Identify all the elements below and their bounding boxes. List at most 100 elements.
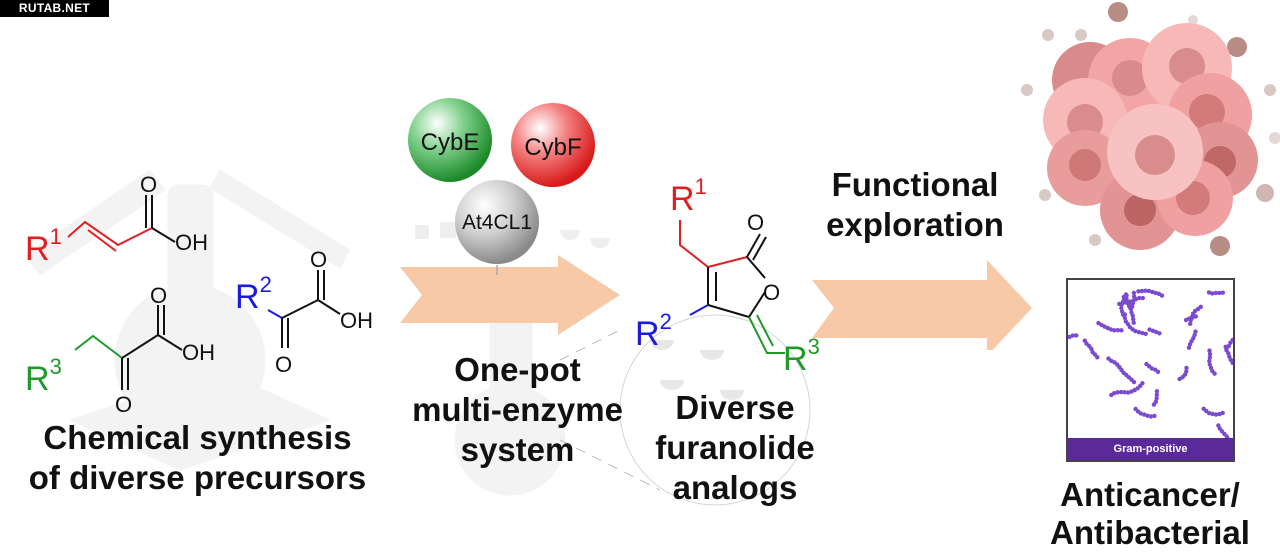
r2-label: R2 [235,272,272,316]
bacterium-dot [1153,290,1158,296]
r3-label: R3 [25,354,62,398]
bacterium-dot [1119,309,1125,314]
bacterium-dot [1213,290,1218,296]
bacterium-dot [1217,290,1222,296]
bacterium-dot [1186,345,1192,350]
bacterium-dot [1150,289,1155,295]
bacterium-dot [1143,331,1148,336]
bacterium-dot [1140,381,1145,386]
outcome-caption: Anticancer/ Antibacterial [1020,476,1280,552]
furanolide-structure: R1 R2 R3 O O [635,174,820,378]
cybe-enzyme-icon [408,98,492,182]
bacterium-dot [1230,337,1233,343]
magnifier-guides [559,314,811,506]
gram-positive-image: Gram-positive [1066,278,1235,462]
stand-icon [68,369,332,471]
bacterium-dot [1207,351,1213,357]
gram-stain-label: Gram-positive [1068,438,1233,460]
cancer-cells-image [1021,2,1280,256]
bacterium-dot [1193,329,1198,334]
bacterium-dot [1201,406,1206,411]
bacterium-dot [1136,289,1141,294]
bacterium-dot [1155,369,1161,374]
bacterium-dot [1192,332,1197,338]
bacterium-dot [1212,371,1217,376]
bacterium-dot [1125,390,1131,395]
cancer-cell-cluster-icon [1043,23,1258,250]
test-tube-left-icon [24,169,166,276]
bacterium-dot [1089,346,1094,351]
r3-oxygen-bottom: O [115,392,132,417]
bacterium-dot [1147,327,1152,332]
bacterium-dot [1133,297,1139,302]
bacterium-dot [1140,295,1145,301]
at4cl1-enzyme-icon [455,180,539,264]
floating-particles [1021,2,1280,256]
bacterium-dot [1119,328,1124,333]
r3-hydroxyl: OH [182,340,215,365]
product-r1-label: R1 [670,174,707,218]
bacterium-dot [1157,331,1162,336]
flask-body-icon [114,284,266,436]
cybe-label: CybE [421,129,480,156]
bacterium-dot [1150,328,1156,333]
bacterium-dot [1133,329,1138,334]
product-caption: Diverse furanolide analogs [635,388,835,508]
bacterium-dot [1188,321,1193,326]
bacterium-dot [1131,317,1136,322]
bacterium-dot [1133,406,1138,412]
r1-label: R1 [25,224,62,268]
precursor-caption-line1: Chemical synthesis [43,419,352,456]
product-r3-label: R3 [783,334,820,378]
bacterium-dot [1153,399,1159,404]
bacterium-dot [1159,293,1165,298]
carbonyl-oxygen: O [747,210,764,235]
bacterium-dot [1137,295,1142,301]
bacterium-dot [1124,293,1129,298]
arrow-exploration [812,260,1032,350]
r3-oxygen-top: O [150,283,167,308]
r2-oxygen-top: O [310,247,327,272]
precursor-caption: Chemical synthesis of diverse precursors [5,418,390,498]
enzyme-caption: One-pot multi-enzyme system [395,350,640,470]
enzyme-cluster: CybE CybF At4CL1 [408,98,595,275]
bacterium-dot [1184,365,1189,371]
exploration-caption: Functional exploration [800,165,1030,245]
bacterium-dot [1121,312,1126,317]
bacterium-dot [1118,389,1124,395]
enzyme-caption-line1: One-pot [454,351,581,388]
bacterium-dot [1130,304,1135,309]
bacterium-dot [1145,413,1150,418]
bacterium-dot [1149,366,1155,371]
bacterium-dot [1207,348,1212,353]
product-caption-line1: Diverse [675,389,795,426]
bacterium-dot [1148,414,1154,419]
bacterium-dot [1154,396,1159,401]
bacterium-dot [1226,351,1231,356]
r2-oxygen-bottom: O [275,352,292,377]
precursor-caption-line2: of diverse precursors [28,459,367,496]
ring-oxygen: O [763,280,780,305]
at4cl1-label: At4CL1 [462,211,532,234]
bacterium-dot [1152,413,1157,419]
bacterium-dot [1127,299,1132,304]
bacterium-dot [1129,310,1134,315]
bacterium-dot [1143,288,1148,293]
bacterium-dot [1096,320,1101,326]
bacterium-dot [1106,356,1111,361]
bacterium-dot [1131,320,1136,325]
bacterium-dot [1119,305,1124,311]
arrow-synthesis [400,255,620,335]
bacteria-colonies-icon [1068,288,1233,445]
bacterium-dot [1210,291,1215,296]
r1-oxygen: O [140,172,157,197]
cybf-label: CybF [524,134,581,161]
bacterium-dot [1139,288,1145,294]
product-caption-line2: furanolide [655,429,815,466]
bacterium-dot [1230,360,1233,365]
exploration-line1: Functional [831,166,999,203]
enzyme-caption-line2: multi-enzyme [412,391,623,428]
bacterium-dot [1074,333,1079,338]
bacterium-dot [1124,300,1129,305]
